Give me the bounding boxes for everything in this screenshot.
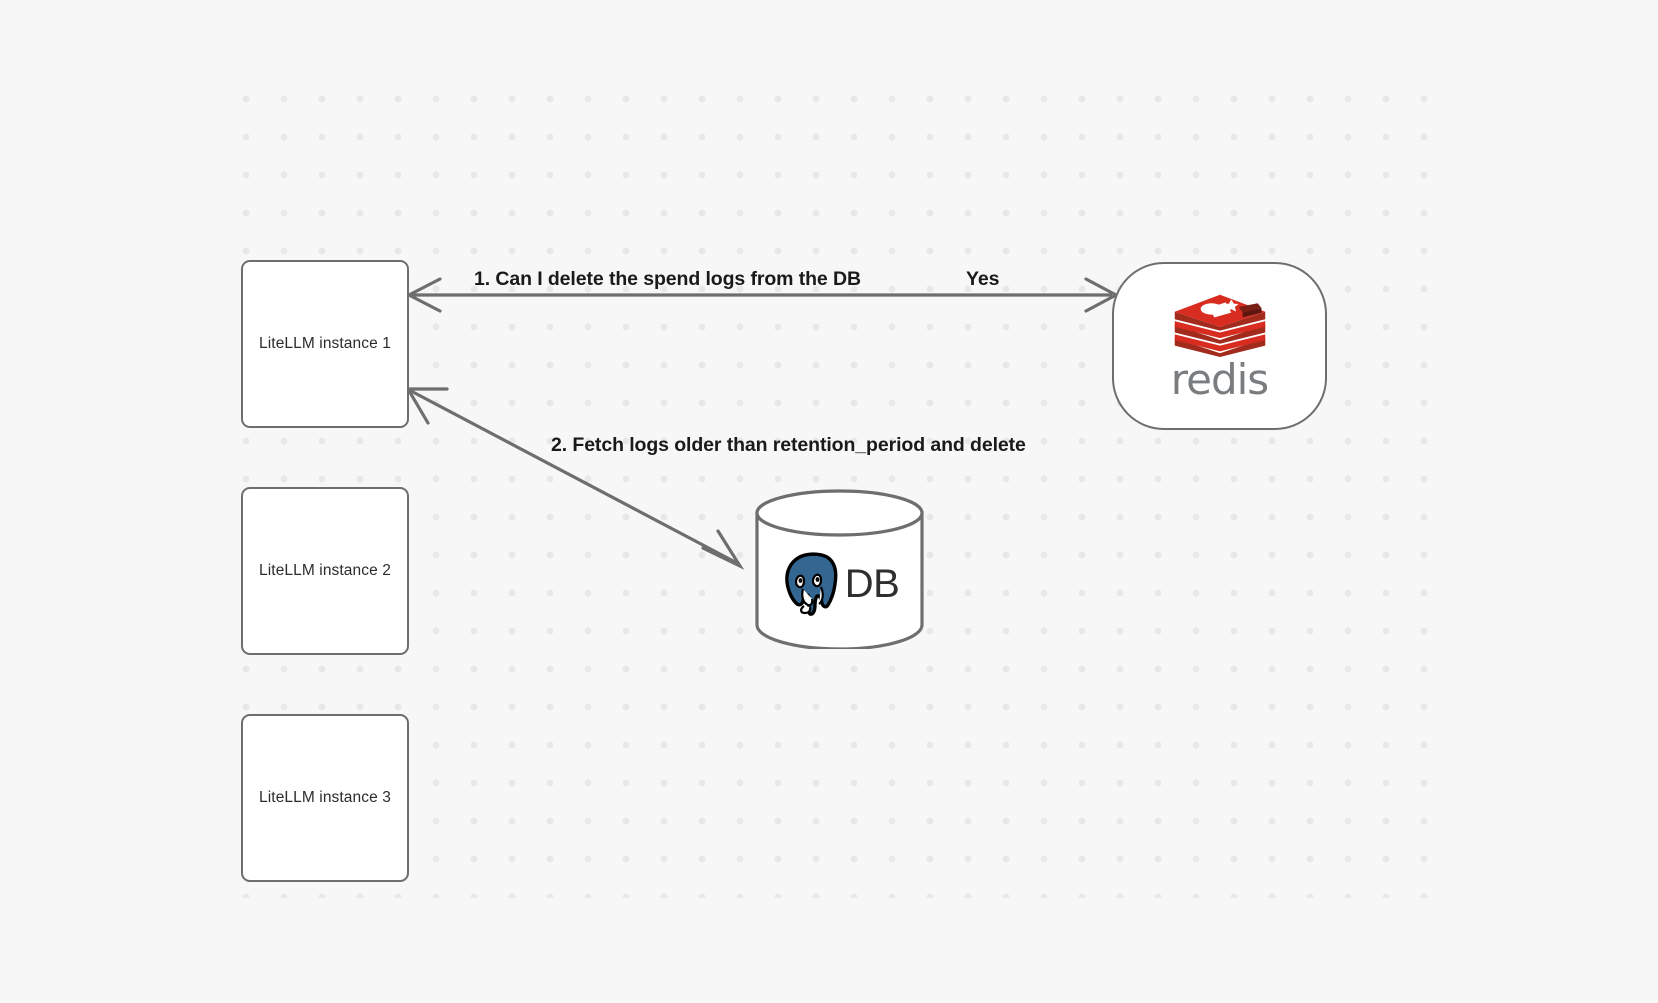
node-label: LiteLLM instance 2 xyxy=(259,562,391,579)
node-redis[interactable]: redis xyxy=(1112,262,1327,430)
redis-wordmark: redis xyxy=(1170,355,1269,404)
edge-1-label: 1. Can I delete the spend logs from the … xyxy=(474,268,861,290)
edge-2-label: 2. Fetch logs older than retention_perio… xyxy=(551,434,1026,456)
node-litellm-instance-1[interactable]: LiteLLM instance 1 xyxy=(241,260,409,428)
db-label: DB xyxy=(844,562,900,606)
node-litellm-instance-3[interactable]: LiteLLM instance 3 xyxy=(241,714,409,882)
node-database[interactable]: DB xyxy=(754,489,925,649)
edge-1-reply-label: Yes xyxy=(966,268,1000,290)
node-litellm-instance-2[interactable]: LiteLLM instance 2 xyxy=(241,487,409,655)
db-logo-row: DB xyxy=(754,541,925,627)
postgresql-elephant-icon xyxy=(784,552,838,616)
edge-2-arrow xyxy=(405,387,745,570)
redis-logo-icon xyxy=(1174,294,1265,357)
node-label: LiteLLM instance 1 xyxy=(259,335,391,352)
cylinder-shape-icon xyxy=(755,489,924,649)
node-label: LiteLLM instance 3 xyxy=(259,789,391,806)
